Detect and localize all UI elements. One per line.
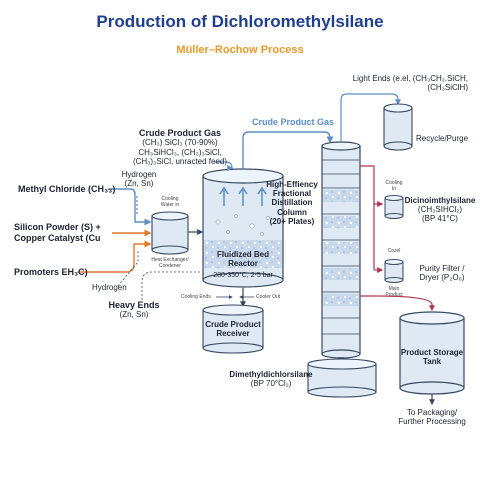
cooler-out-label: Cooler Out <box>256 294 281 300</box>
page-subtitle: Müller–Rochow Process <box>176 44 304 56</box>
hydrogen-top-label: Hydrogen (Zn, Sn) <box>121 170 157 189</box>
to-storage-line <box>360 295 432 310</box>
crude-gas-lead-line <box>214 161 235 170</box>
purity-filter-vessel <box>384 259 404 283</box>
hydrogen-bottom-label: Hydrogen <box>92 283 127 292</box>
heavy-ends-label: Heavy Ends (Zn, Sn) <box>108 300 160 320</box>
purity-top-label: Cozel <box>387 248 401 254</box>
heat-exchanger-label: Heat Exchanger/ Condener <box>151 257 189 269</box>
promoters-label: Promoters EH₃C) <box>14 267 88 277</box>
light-ends-line <box>340 93 401 142</box>
crude-gas-line-label: Crude Product Gas <box>252 117 335 127</box>
page-title: Production of Dichloromethylsilane <box>96 12 384 31</box>
dichloro-product-label: Dicinoimthylsilane (CH₃SIHCl₂) (BP 41°C) <box>404 196 476 224</box>
silicon-powder-label: Silicon Powder (S) + Copper Catalyst (Cu <box>14 222 101 243</box>
crude-gas-note: Crude Product Gas (CH₃) SiCl₃ (70-90%) C… <box>132 128 228 166</box>
main-product-label: Main Product <box>385 286 403 298</box>
product-trunk-line <box>360 165 375 270</box>
dichloro-vessel <box>384 195 404 219</box>
column-label: High-Effiency Fractional Distillation Co… <box>266 180 318 226</box>
distillation-column <box>321 141 361 359</box>
recycle-label: Recycle/Purge <box>416 134 469 143</box>
cooling-water-label: Cooling Water in <box>160 196 180 208</box>
heat-exchanger <box>151 211 189 255</box>
dimethyl-vessel <box>307 358 377 398</box>
light-ends-label: Light Ends (e.el, (CH₃CH₂.SiCH, (CH₃SiCl… <box>352 74 468 93</box>
reactor-label: Fluidized Bed Reactor <box>217 250 269 269</box>
packaging-label: To Packaging/ Further Processing <box>398 408 466 427</box>
methyl-chloride-label: Methyl Chloride (CH₃₃) <box>18 184 116 194</box>
purity-filter-label: Purity Filter / Dryer (P₂O₀) <box>419 264 465 283</box>
crude-gas-line <box>242 131 334 170</box>
dichloro-cooling-label: Cooling In <box>385 180 403 192</box>
receiver-label: Crude Product Receiver <box>205 320 261 339</box>
methyl-chloride-line <box>108 188 152 226</box>
dimethyl-label: Dimethyldichlorsilane (BP 70°Cl₂) <box>229 370 313 389</box>
recycle-vessel <box>383 103 413 151</box>
reactor-conditions: 280-350°C, 2-5 bar <box>213 272 273 279</box>
fluidized-bed-reactor <box>202 168 284 288</box>
cooling-ends-label: Cooling Ends <box>181 294 211 300</box>
promoters-line <box>78 240 152 273</box>
storage-tank-label: Product Storage Tank <box>400 348 464 367</box>
hydrogen-bottom-line <box>117 250 139 287</box>
crude-product-receiver <box>202 304 264 354</box>
